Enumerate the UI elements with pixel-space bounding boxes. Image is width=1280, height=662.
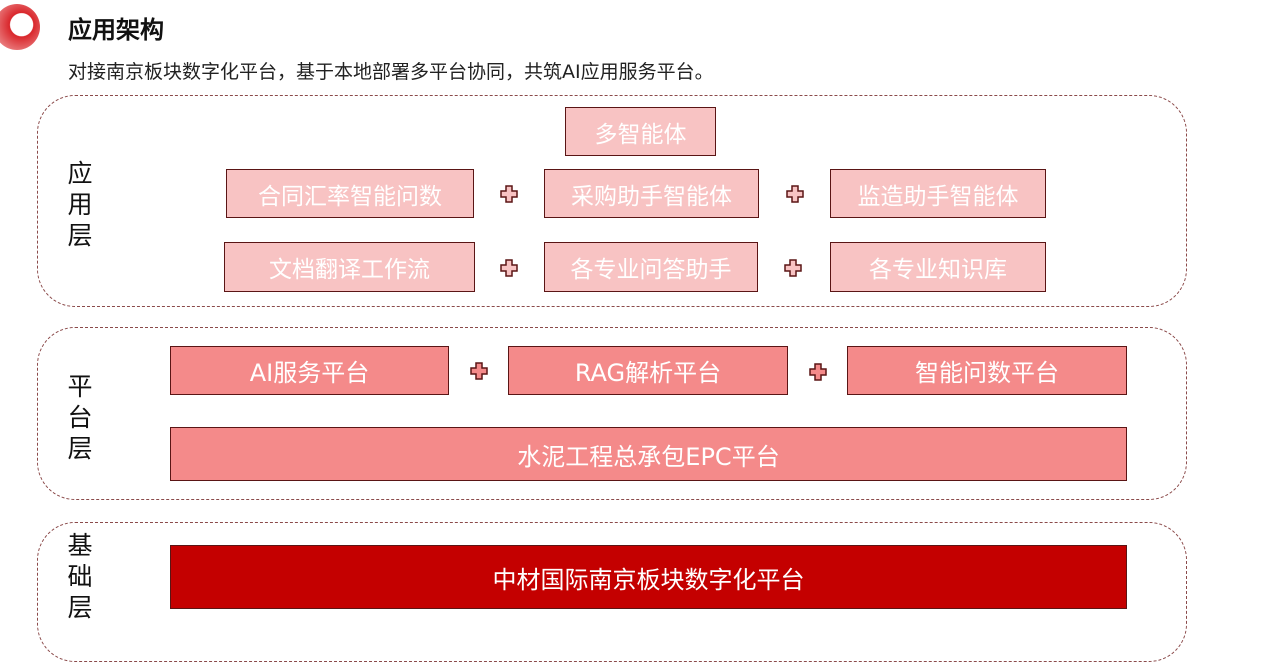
platform-box: RAG解析平台 — [508, 346, 788, 395]
multi-agent-box: 多智能体 — [565, 107, 716, 156]
app-box: 各专业知识库 — [830, 242, 1046, 292]
plus-icon — [784, 259, 802, 277]
app-box: 采购助手智能体 — [544, 169, 759, 218]
app-box: 监造助手智能体 — [830, 169, 1046, 218]
page-title: 应用架构 — [68, 16, 164, 44]
app-box: 合同汇率智能问数 — [226, 169, 474, 218]
platform-layer — [37, 327, 1187, 500]
foundation-layer-label: 基础层 — [67, 531, 93, 622]
plus-icon — [809, 363, 827, 381]
epc-platform-box: 水泥工程总承包EPC平台 — [170, 427, 1127, 481]
plus-icon — [786, 185, 804, 203]
platform-box: 智能问数平台 — [847, 346, 1127, 395]
platform-layer-label: 平台层 — [67, 372, 93, 463]
app-box: 各专业问答助手 — [544, 242, 758, 292]
plus-icon — [470, 362, 488, 380]
logo-icon — [0, 4, 40, 50]
platform-box: AI服务平台 — [170, 346, 449, 395]
application-layer — [37, 95, 1187, 307]
app-box: 文档翻译工作流 — [224, 242, 475, 292]
digital-platform-box: 中材国际南京板块数字化平台 — [170, 545, 1127, 609]
plus-icon — [500, 185, 518, 203]
application-layer-label: 应用层 — [67, 159, 93, 250]
plus-icon — [500, 259, 518, 277]
page-subtitle: 对接南京板块数字化平台，基于本地部署多平台协同，共筑AI应用服务平台。 — [68, 61, 714, 83]
